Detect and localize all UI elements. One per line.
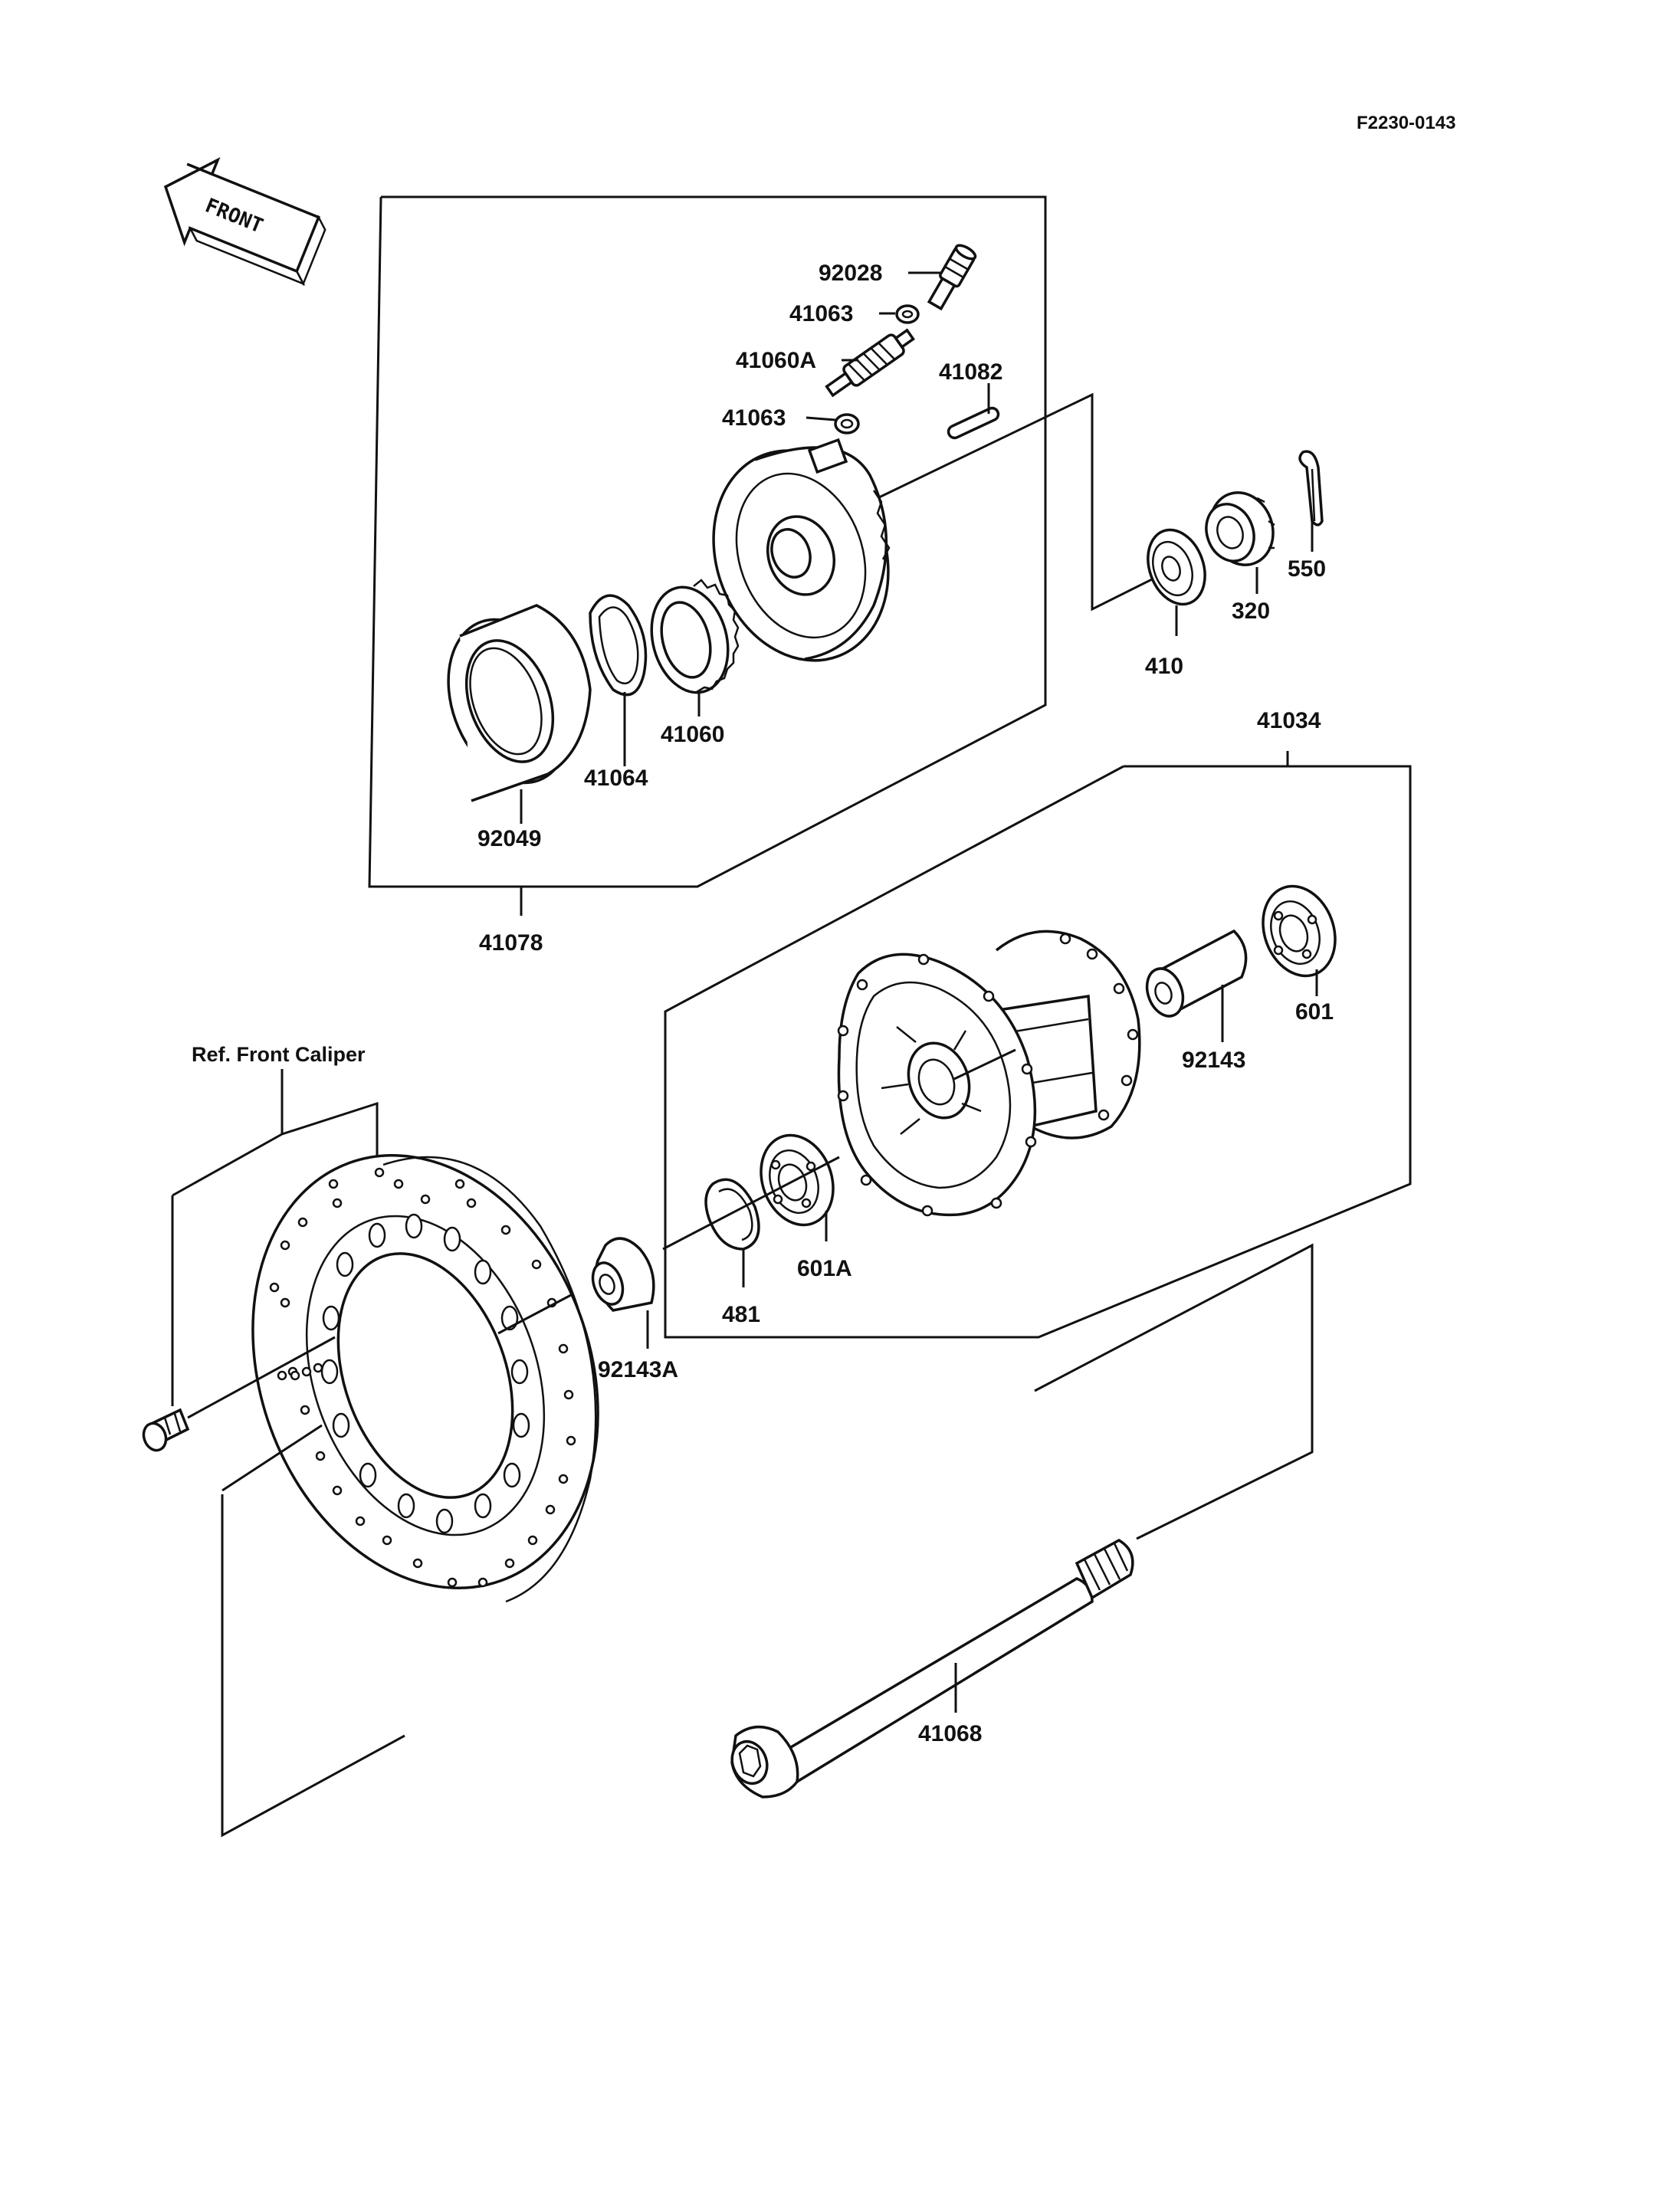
label-92143A: 92143A [598,1357,678,1382]
group-box-41034 [664,751,1412,1339]
axle-box-41068 [1034,1243,1314,1540]
circlip [704,1178,760,1251]
washer-41063-top [895,304,920,324]
pin-41082 [947,406,1000,440]
brake-disc [251,1153,599,1603]
label-481: 481 [722,1302,760,1327]
diagram-code: F2230-0143 [1357,113,1455,133]
label-92028: 92028 [819,261,882,286]
cotter-pin [1298,450,1324,526]
drive-gear [650,579,740,694]
label-410: 410 [1145,654,1183,679]
collar-92143a [591,1237,655,1312]
label-41060: 41060 [661,722,724,747]
pinion-gear [825,328,915,398]
label-41064: 41064 [584,766,648,791]
ref-caliper-label: Ref. Front Caliper [192,1043,366,1066]
ref-caliper-box [171,1069,405,1838]
grease-nipple [927,244,977,311]
castle-nut [1205,491,1275,566]
label-41060A: 41060A [736,348,816,373]
bearing-601 [1262,884,1337,978]
label-41063-bottom: 41063 [722,405,786,431]
wheel-hub [837,930,1141,1217]
front-axle [730,1538,1134,1799]
label-41082: 41082 [939,359,1002,385]
label-41078: 41078 [479,930,543,956]
label-320: 320 [1232,598,1270,624]
label-601: 601 [1295,999,1334,1025]
label-41068: 41068 [918,1721,982,1746]
label-92049: 92049 [477,826,541,851]
oil-seal [447,604,592,802]
label-41063-top: 41063 [789,301,853,326]
group-box-41078 [368,195,1162,916]
label-92143: 92143 [1182,1048,1245,1073]
label-550: 550 [1288,556,1326,582]
washer-41063-bottom [834,413,860,434]
collar-washer [1147,528,1206,606]
gear-housing [712,438,891,662]
front-arrow-icon: FRONT [163,157,326,287]
label-601A: 601A [797,1256,852,1281]
disc-bolt [142,1408,190,1452]
label-41034: 41034 [1257,708,1321,733]
spacer-sleeve [1145,929,1248,1018]
retainer-plate [589,594,648,697]
